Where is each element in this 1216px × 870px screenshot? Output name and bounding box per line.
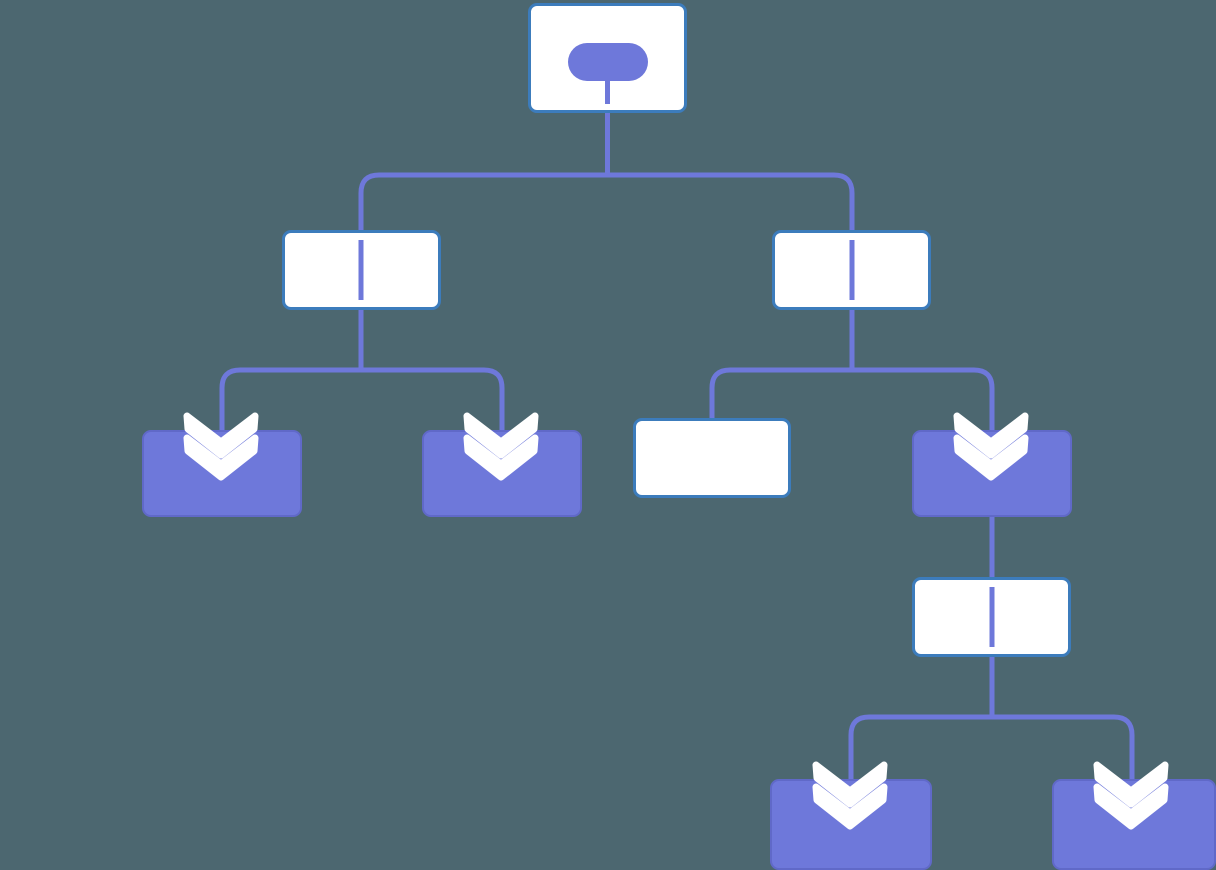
leaf-node-2[interactable] xyxy=(422,430,582,517)
branch-node-left[interactable] xyxy=(282,230,441,310)
leaf-node-3[interactable] xyxy=(912,430,1072,517)
leaf-node-5[interactable] xyxy=(1052,779,1216,870)
leaf-node-1[interactable] xyxy=(142,430,302,517)
root-node[interactable] xyxy=(528,3,687,113)
leaf-node-4[interactable] xyxy=(770,779,932,870)
root-pill-badge xyxy=(568,43,648,81)
branch-node-right[interactable] xyxy=(772,230,931,310)
terminal-node-white[interactable] xyxy=(633,418,791,498)
branch-node-lower[interactable] xyxy=(912,577,1071,657)
